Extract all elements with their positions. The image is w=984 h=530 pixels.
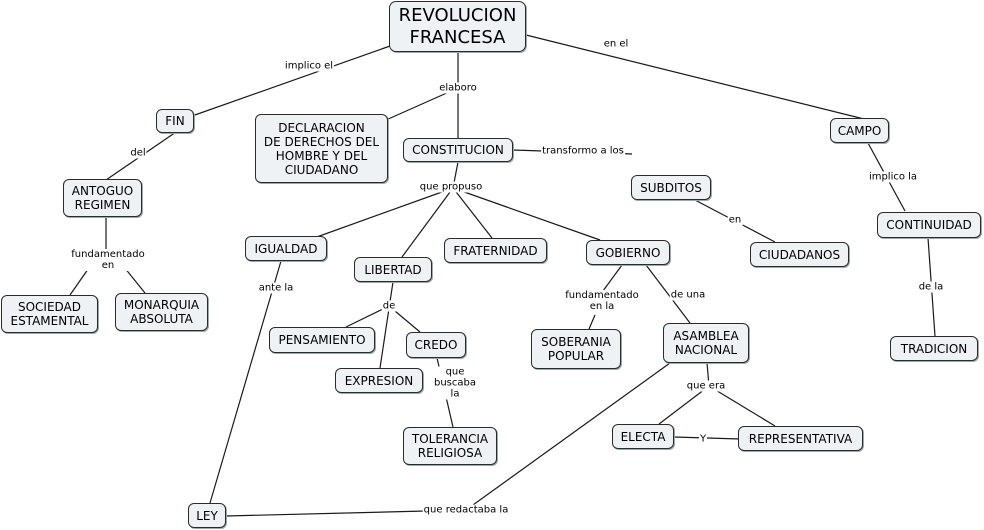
concept-ley[interactable]: LEY xyxy=(188,503,226,528)
connector-line xyxy=(401,187,454,258)
concept-gobierno[interactable]: GOBIERNO xyxy=(586,240,670,265)
connector-line xyxy=(313,187,454,239)
link-label-fundamentado-en-la: fundamentado en la xyxy=(564,290,640,312)
concept-fin[interactable]: FIN xyxy=(156,109,194,133)
concept-pensamiento[interactable]: PENSAMIENTO xyxy=(269,327,375,353)
concept-libertad[interactable]: LIBERTAD xyxy=(354,257,432,282)
link-label-y: Y xyxy=(698,433,708,445)
concept-constitucion[interactable]: CONSTITUCION xyxy=(403,138,513,162)
connector-line xyxy=(452,187,601,241)
concept-antiguo-regimen[interactable]: ANTOGUO REGIMEN xyxy=(63,179,142,217)
concept-fraternidad[interactable]: FRATERNIDAD xyxy=(444,238,547,263)
link-label-que-era: que era xyxy=(685,380,727,392)
link-label-ante-la: ante la xyxy=(257,282,295,294)
link-label-implico-el: implico el xyxy=(283,60,335,72)
connector-line xyxy=(645,264,691,324)
concept-subditos[interactable]: SUBDITOS xyxy=(631,175,711,200)
link-label-en: en xyxy=(727,214,743,226)
link-label-que-redactaba-la: que redactaba la xyxy=(422,504,510,516)
concept-tolerancia-religiosa[interactable]: TOLERANCIA RELIGIOSA xyxy=(403,427,497,465)
concept-revolucion-francesa[interactable]: REVOLUCION FRANCESA xyxy=(389,1,526,52)
concept-electa[interactable]: ELECTA xyxy=(612,424,674,449)
connector-line xyxy=(191,45,391,117)
link-label-fundamentado-en: fundamentado en xyxy=(70,249,146,271)
concept-sociedad-estamental[interactable]: SOCIEDAD ESTAMENTAL xyxy=(1,295,98,333)
link-label-de: de xyxy=(381,300,397,312)
concept-campo[interactable]: CAMPO xyxy=(830,118,889,143)
concept-igualdad[interactable]: IGUALDAD xyxy=(245,236,327,261)
concept-asamblea-nacional[interactable]: ASAMBLEA NACIONAL xyxy=(663,323,749,363)
link-label-de-la: de la xyxy=(917,281,945,293)
link-label-que-propuso: que propuso xyxy=(418,181,484,193)
link-label-en-el: en el xyxy=(602,38,630,50)
concept-continuidad[interactable]: CONTINUIDAD xyxy=(877,212,981,238)
concept-credo[interactable]: CREDO xyxy=(406,332,466,358)
concept-monarquia-absoluta[interactable]: MONARQUIA ABSOLUTA xyxy=(115,293,208,331)
concept-expresion[interactable]: EXPRESION xyxy=(335,368,423,393)
concept-declaracion-derechos[interactable]: DECLARACION DE DERECHOS DEL HOMBRE Y DEL… xyxy=(255,114,388,183)
connector-line xyxy=(452,187,493,239)
concept-soberania-popular[interactable]: SOBERANIA POPULAR xyxy=(531,329,621,369)
connector-line xyxy=(588,314,596,330)
connector-line xyxy=(525,34,869,121)
link-label-implico-la: implico la xyxy=(867,171,919,183)
link-label-elaboro: elaboro xyxy=(438,82,478,94)
concept-ciudadanos[interactable]: CIUDADANOS xyxy=(750,242,849,267)
connector-line xyxy=(379,281,394,369)
concept-representativa[interactable]: REPRESENTATIVA xyxy=(738,426,863,451)
concept-tradicion[interactable]: TRADICION xyxy=(890,336,978,361)
connector-line xyxy=(465,362,671,511)
link-label-del: del xyxy=(129,147,147,159)
link-label-transformo-a-los: transformo a los xyxy=(541,145,625,157)
connector-line xyxy=(209,260,282,504)
link-label-que-buscaba-la: que buscaba la xyxy=(433,366,477,400)
connector-line xyxy=(708,385,776,427)
link-label-de-una: de una xyxy=(669,289,707,301)
connector-line xyxy=(658,385,710,425)
